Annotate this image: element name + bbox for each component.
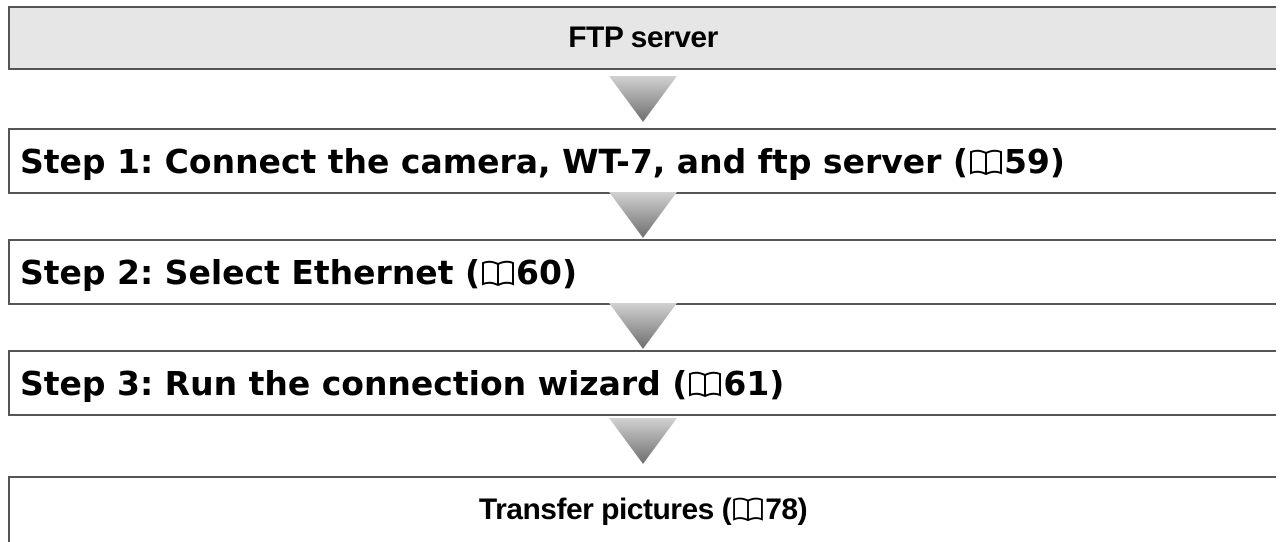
book-icon [969, 149, 1002, 175]
book-icon [482, 260, 515, 286]
down-arrow-icon [609, 192, 677, 238]
flow-header-box: FTP server [8, 6, 1276, 70]
flow-step-2-label: Step 2: Select Ethernet (60) [20, 252, 578, 292]
flow-footer-box: Transfer pictures (78) [8, 476, 1276, 542]
book-icon [689, 371, 722, 397]
down-arrow-icon [609, 418, 677, 464]
flow-header-title: FTP server [568, 21, 718, 54]
flow-step-1-box: Step 1: Connect the camera, WT-7, and ft… [8, 128, 1276, 194]
flow-step-1-label: Step 1: Connect the camera, WT-7, and ft… [20, 141, 1065, 181]
flow-step-2-box: Step 2: Select Ethernet (60) [8, 239, 1276, 305]
flow-footer-label: Transfer pictures (78) [478, 493, 808, 526]
book-icon [733, 497, 764, 522]
flow-step-3-box: Step 3: Run the connection wizard (61) [8, 350, 1276, 416]
down-arrow-icon [609, 76, 677, 122]
down-arrow-icon [609, 303, 677, 349]
flow-step-3-label: Step 3: Run the connection wizard (61) [20, 363, 785, 403]
